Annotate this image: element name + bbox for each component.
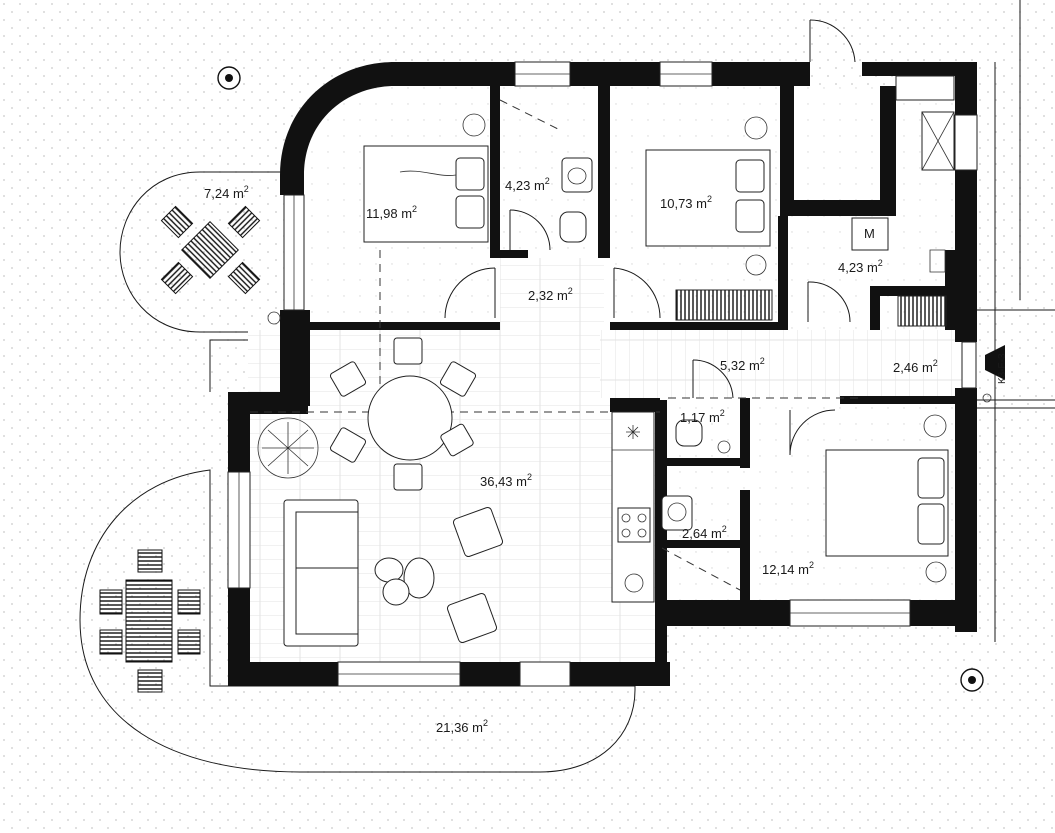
entrance-detail — [977, 0, 1055, 642]
bedroom-3-bed — [825, 414, 949, 583]
terrace-large-outline — [79, 469, 636, 773]
area-label-bathroom-2: 2,64 m2 — [682, 524, 727, 541]
area-label-hall-1: 2,32 m2 — [528, 286, 573, 303]
corridor-floor — [600, 330, 970, 398]
hall-floor — [500, 258, 604, 330]
area-label-corridor: 5,32 m2 — [720, 356, 765, 373]
utility-fixtures — [851, 111, 955, 327]
area-label-entrance: 2,46 m2 — [893, 358, 938, 375]
windows — [227, 61, 978, 687]
exterior-walls — [228, 62, 977, 686]
area-label-living: 36,43 m2 — [480, 472, 532, 489]
area-label-wc: 1,17 m2 — [680, 408, 725, 425]
entry-arrow-icon — [985, 345, 1005, 380]
utility-marker: M — [864, 226, 875, 241]
area-label-bedroom-2: 10,73 m2 — [660, 194, 712, 211]
area-label-terrace-large: 21,36 m2 — [436, 718, 488, 735]
lounge — [283, 499, 504, 647]
wardrobe-2 — [675, 289, 773, 321]
interior-walls — [310, 86, 955, 600]
kitchen — [611, 411, 655, 603]
bedroom-1-bed — [363, 113, 489, 243]
entry-label: K3-F-3 — [997, 353, 1008, 384]
terrace-small-table — [160, 205, 281, 325]
dining-set — [329, 337, 477, 491]
area-label-terrace-small: 7,24 m2 — [204, 184, 249, 201]
wc-fixtures — [675, 419, 731, 454]
terrace-small-outline — [119, 171, 291, 333]
survey-marker-icon — [960, 668, 984, 692]
survey-marker-icon — [217, 66, 241, 90]
bedroom-2-bed — [645, 116, 773, 321]
terrace-large-table — [99, 549, 201, 693]
area-labels: 11,98 m2 4,23 m2 10,73 m2 4,23 m2 2,32 m… — [204, 176, 1008, 735]
area-label-bedroom-1: 11,98 m2 — [366, 204, 417, 221]
wardrobe-utility — [897, 295, 947, 327]
area-label-bathroom-1: 4,23 m2 — [505, 176, 550, 193]
area-label-utility: 4,23 m2 — [838, 258, 883, 275]
plant-icon — [257, 417, 319, 479]
doors — [444, 19, 977, 456]
bathroom-2-fixtures — [661, 495, 741, 591]
area-label-bedroom-3: 12,14 m2 — [762, 560, 814, 577]
bathroom-1-fixtures — [499, 99, 593, 243]
